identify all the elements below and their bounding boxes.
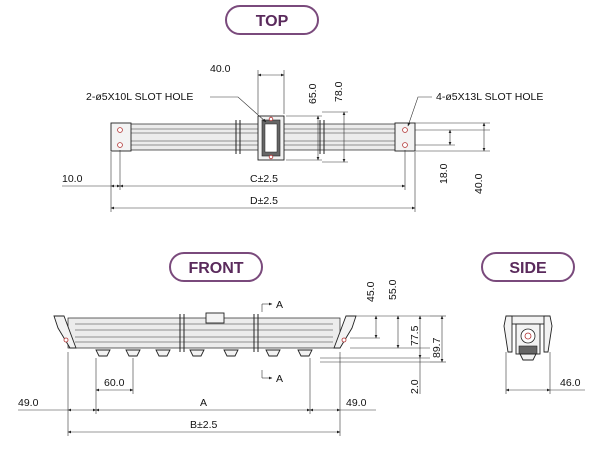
label-slot-left: 2-ø5X10L SLOT HOLE [86, 91, 193, 103]
dim-top-40b: 40.0 [473, 173, 485, 194]
front-right-bracket [333, 315, 357, 349]
side-top-plate [507, 315, 549, 325]
dim-front-60: 60.0 [104, 377, 125, 389]
side-view-badge: SIDE [481, 252, 575, 282]
label-slot-right: 4-ø5X13L SLOT HOLE [436, 91, 543, 103]
section-a-bottom: A [276, 373, 283, 385]
dim-top-65: 65.0 [307, 83, 319, 104]
front-view-badge: FRONT [169, 252, 263, 282]
dim-top-78: 78.0 [333, 81, 345, 102]
top-view-title: TOP [256, 13, 289, 30]
dim-top-c: C±2.5 [250, 173, 278, 185]
dim-top-40: 40.0 [210, 63, 231, 75]
front-carriage [205, 312, 225, 324]
front-rail-body [67, 317, 341, 349]
section-a-top: A [276, 299, 283, 311]
side-roller [519, 353, 537, 361]
top-view-badge: TOP [225, 5, 319, 35]
dim-front-2: 2.0 [409, 379, 421, 394]
front-left-bracket [53, 315, 77, 349]
dim-side-46: 46.0 [560, 377, 581, 389]
dim-front-55: 55.0 [387, 279, 399, 300]
side-view: 46.0 [503, 315, 585, 394]
front-view-title: FRONT [188, 260, 243, 277]
dim-front-b: B±2.5 [190, 419, 218, 431]
top-view: 40.0 65.0 78.0 2-ø5X10L SLOT HOLE 4-ø5X1… [62, 63, 543, 212]
dim-top-d: D±2.5 [250, 195, 278, 207]
front-view: A A 45.0 55.0 77.5 89.7 2.0 60.0 49.0 [18, 279, 446, 436]
dim-top-10: 10.0 [62, 173, 83, 185]
dim-front-49-left: 49.0 [18, 397, 39, 409]
dim-top-18: 18.0 [438, 163, 450, 184]
dim-front-45: 45.0 [365, 281, 377, 302]
dim-front-897: 89.7 [431, 337, 443, 358]
top-left-bracket [110, 122, 132, 152]
front-rollers [95, 349, 313, 357]
dim-front-a: A [200, 397, 207, 409]
side-view-title: SIDE [509, 260, 547, 277]
dim-front-775: 77.5 [409, 325, 421, 346]
side-left-flange [503, 315, 513, 353]
dim-front-49-right: 49.0 [346, 397, 367, 409]
side-right-flange [543, 315, 553, 353]
